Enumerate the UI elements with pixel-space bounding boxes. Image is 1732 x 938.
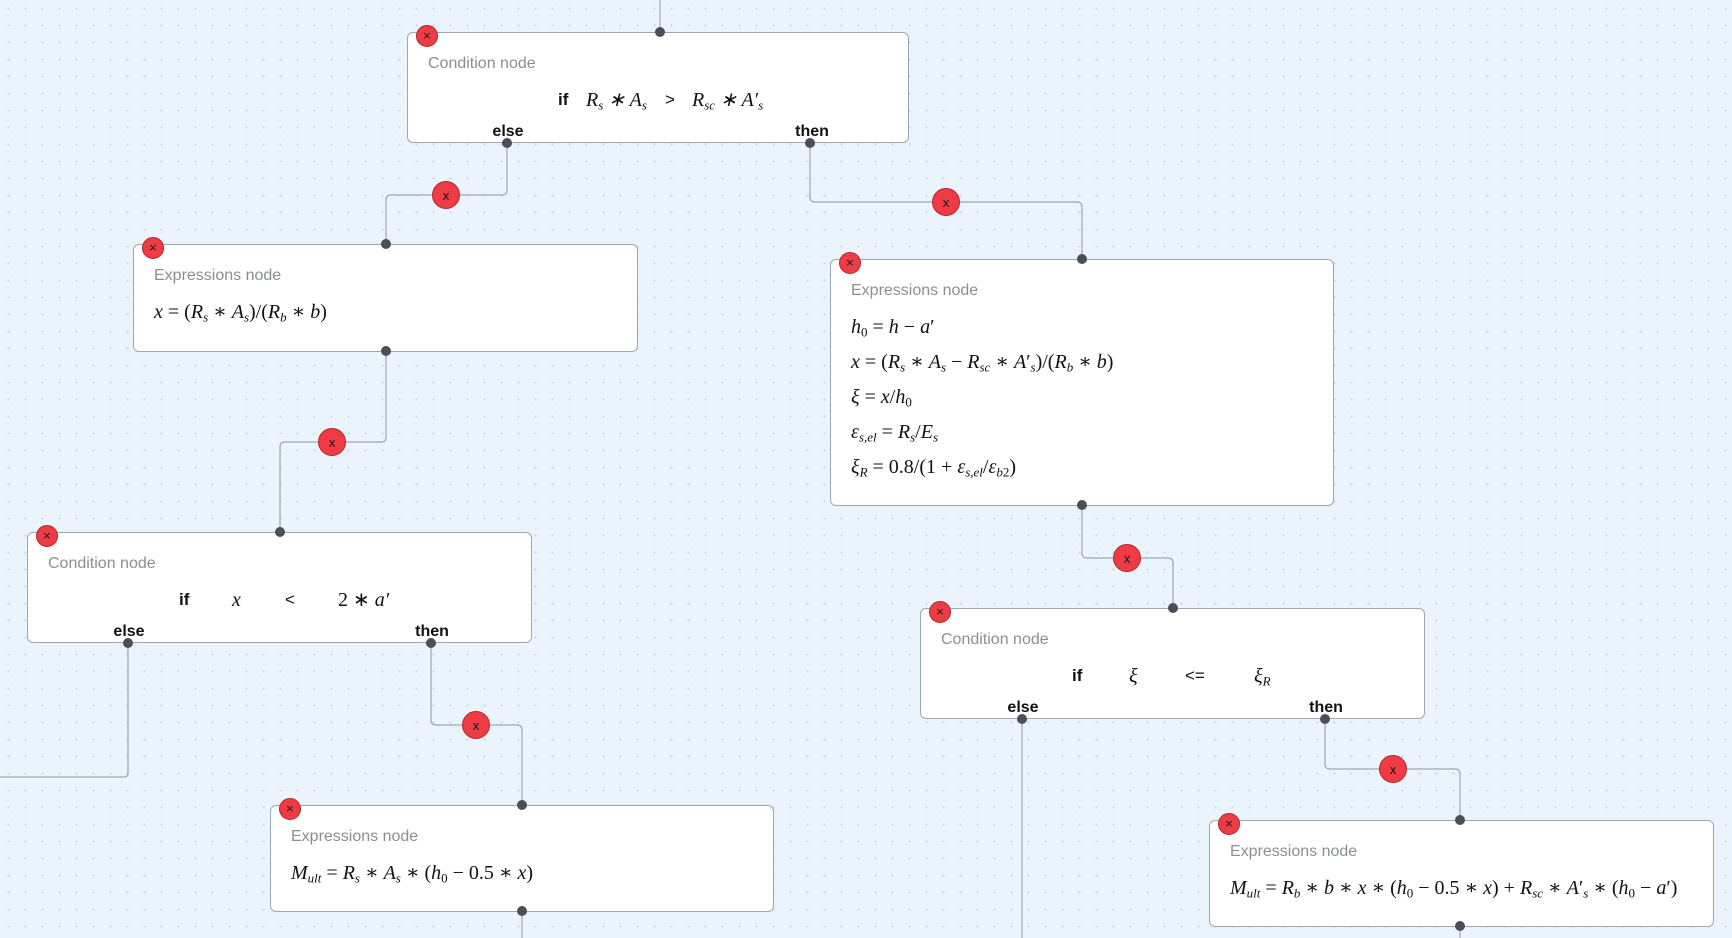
condition-row: if ξ <= ξR — [921, 661, 1426, 691]
then-output-port[interactable] — [1320, 714, 1330, 724]
output-port[interactable] — [517, 906, 527, 916]
node-type-label: Expressions node — [851, 282, 979, 299]
condition-lhs: Rs ∗ As — [586, 89, 647, 113]
node-type-label: Condition node — [48, 555, 156, 572]
delete-node-button[interactable]: × — [279, 798, 301, 820]
output-port[interactable] — [1455, 921, 1465, 931]
delete-node-button[interactable]: × — [1218, 813, 1240, 835]
expression-list: Mult = Rs ∗ As ∗ (h0 − 0.5 ∗ x) — [291, 856, 533, 891]
condition-lhs: x — [232, 589, 241, 611]
output-port[interactable] — [381, 346, 391, 356]
condition-operator: <= — [1185, 666, 1205, 685]
expression: ξ = x/h0 — [851, 386, 912, 410]
condition-rhs: 2 ∗ a′ — [338, 589, 390, 611]
expression: h0 = h − a′ — [851, 316, 935, 340]
delete-node-button[interactable]: × — [929, 601, 951, 623]
else-branch-label: else — [492, 123, 524, 140]
expressions-node-right-2[interactable]: × Expressions node Mult = Rb ∗ b ∗ x ∗ (… — [1209, 813, 1714, 927]
node-type-label: Condition node — [941, 631, 1049, 648]
if-keyword: if — [1072, 666, 1083, 685]
condition-rhs: Rsc ∗ A′s — [692, 89, 764, 113]
condition-node-3[interactable]: × Condition node if ξ <= ξR else then — [920, 601, 1426, 719]
expression: Mult = Rs ∗ As ∗ (h0 − 0.5 ∗ x) — [291, 862, 534, 886]
delete-edge-button[interactable]: x — [932, 188, 960, 216]
delete-edge-button[interactable]: x — [1113, 544, 1141, 572]
then-branch-label: then — [795, 123, 829, 140]
if-keyword: if — [179, 590, 190, 609]
delete-node-button[interactable]: × — [839, 252, 861, 274]
input-port[interactable] — [655, 27, 665, 37]
delete-edge-button[interactable]: x — [1379, 755, 1407, 783]
delete-edge-button[interactable]: x — [462, 711, 490, 739]
expressions-node-left-2[interactable]: × Expressions node Mult = Rs ∗ As ∗ (h0 … — [270, 798, 774, 912]
expression: x = (Rs ∗ As − Rsc ∗ A′s)/(Rb ∗ b) — [851, 351, 1114, 375]
expression-list: Mult = Rb ∗ b ∗ x ∗ (h0 − 0.5 ∗ x) + Rsc… — [1230, 871, 1677, 906]
expressions-node-right-1[interactable]: × Expressions node h0 = h − a′ x = (Rs ∗… — [830, 252, 1334, 506]
input-port[interactable] — [517, 800, 527, 810]
then-output-port[interactable] — [805, 138, 815, 148]
node-type-label: Condition node — [428, 55, 536, 72]
expression-list: h0 = h − a′ x = (Rs ∗ As − Rsc ∗ A′s)/(R… — [851, 310, 1113, 485]
else-output-port[interactable] — [502, 138, 512, 148]
delete-node-button[interactable]: × — [142, 237, 164, 259]
expression: ξR = 0.8/(1 + εs,el/εb2) — [851, 456, 1017, 480]
condition-row: if x < 2 ∗ a′ — [28, 585, 533, 615]
delete-node-button[interactable]: × — [36, 525, 58, 547]
then-branch-label: then — [1309, 699, 1343, 716]
delete-node-button[interactable]: × — [416, 25, 438, 47]
condition-node-1[interactable]: × Condition node if Rs ∗ As > Rsc ∗ A′s … — [407, 25, 910, 143]
edge-cond2-else — [0, 643, 129, 778]
else-output-port[interactable] — [1017, 714, 1027, 724]
node-type-label: Expressions node — [154, 267, 282, 284]
condition-lhs: ξ — [1129, 665, 1138, 687]
condition-rhs: ξR — [1254, 665, 1271, 689]
then-output-port[interactable] — [426, 638, 436, 648]
input-port[interactable] — [1168, 603, 1178, 613]
expression: x = (Rs ∗ As)/(Rb ∗ b) — [154, 301, 327, 325]
input-port[interactable] — [381, 239, 391, 249]
condition-operator: > — [665, 90, 675, 109]
node-type-label: Expressions node — [291, 828, 419, 845]
output-port[interactable] — [1077, 500, 1087, 510]
condition-operator: < — [285, 590, 295, 609]
else-branch-label: else — [113, 623, 145, 640]
expression-list: x = (Rs ∗ As)/(Rb ∗ b) — [154, 295, 327, 330]
if-keyword: if — [558, 90, 569, 109]
delete-edge-button[interactable]: x — [432, 181, 460, 209]
expression: Mult = Rb ∗ b ∗ x ∗ (h0 − 0.5 ∗ x) + Rsc… — [1230, 877, 1678, 901]
delete-edge-button[interactable]: x — [318, 428, 346, 456]
input-port[interactable] — [1077, 254, 1087, 264]
then-branch-label: then — [415, 623, 449, 640]
expressions-node-left-1[interactable]: × Expressions node x = (Rs ∗ As)/(Rb ∗ b… — [133, 237, 638, 352]
else-output-port[interactable] — [123, 638, 133, 648]
condition-row: if Rs ∗ As > Rsc ∗ A′s — [408, 85, 910, 115]
else-branch-label: else — [1007, 699, 1039, 716]
node-type-label: Expressions node — [1230, 843, 1358, 860]
condition-node-2[interactable]: × Condition node if x < 2 ∗ a′ else then — [27, 525, 533, 643]
input-port[interactable] — [1455, 815, 1465, 825]
input-port[interactable] — [275, 527, 285, 537]
expression: εs,el = Rs/Es — [851, 421, 938, 445]
